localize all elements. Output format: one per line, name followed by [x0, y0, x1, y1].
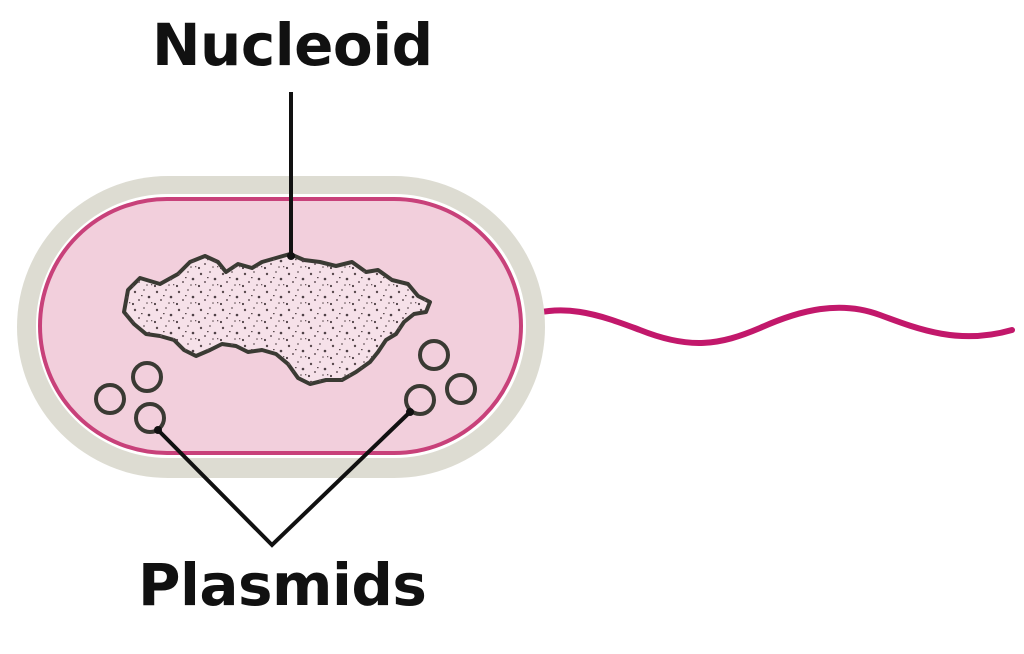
plasmid — [131, 361, 163, 393]
nucleoid-leader-dot — [287, 252, 295, 260]
nucleoid — [122, 252, 432, 386]
plasmid — [94, 383, 126, 415]
flagellum — [513, 304, 1015, 346]
plasmid — [134, 402, 166, 434]
plasmids-leader-dot-right — [406, 408, 414, 416]
plasmids-leader-line — [156, 410, 412, 548]
plasmid — [404, 384, 436, 416]
plasmids-leader-dot-left — [154, 426, 162, 434]
plasmid — [445, 373, 477, 405]
plasmids-label: Plasmids — [138, 551, 427, 619]
nucleoid-label: Nucleoid — [152, 11, 433, 79]
nucleoid-speckle — [124, 254, 430, 384]
plasmid — [418, 339, 450, 371]
